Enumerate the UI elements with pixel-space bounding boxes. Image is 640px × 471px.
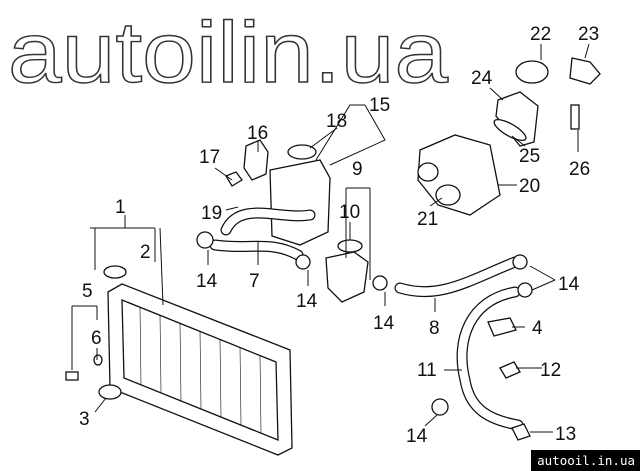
coolant-reservoir — [225, 139, 331, 246]
hoses — [209, 207, 524, 431]
callout-12: 12 — [540, 360, 561, 381]
callout-19: 19 — [201, 203, 222, 224]
callout-22: 22 — [530, 24, 551, 45]
callout-1: 1 — [115, 197, 126, 218]
radiator — [107, 283, 293, 456]
watermark-text: autoilin.ua — [8, 5, 448, 101]
callout-16: 16 — [247, 123, 268, 144]
callout-21: 21 — [417, 209, 438, 230]
thermostat-housing — [417, 57, 601, 216]
callout-14: 14 — [296, 291, 318, 312]
callout-17: 17 — [199, 147, 220, 168]
callout-11: 11 — [417, 360, 437, 381]
callout-24: 24 — [471, 68, 493, 89]
callout-14: 14 — [406, 426, 428, 447]
callout-26: 26 — [569, 159, 590, 180]
callout-13: 13 — [555, 424, 576, 445]
callout-4: 4 — [532, 318, 543, 339]
callout-2: 2 — [140, 242, 151, 263]
callout-9: 9 — [352, 159, 363, 180]
leader-lines — [71, 43, 590, 433]
callout-20: 20 — [519, 176, 540, 197]
callout-25: 25 — [519, 146, 540, 167]
callout-14: 14 — [373, 313, 395, 334]
callout-numbers: 1 2 3 4 5 6 7 8 9 10 11 12 13 14 14 14 1… — [79, 24, 599, 447]
callout-14: 14 — [558, 274, 580, 295]
callout-10: 10 — [339, 202, 360, 223]
clamps — [65, 231, 533, 441]
callout-7: 7 — [249, 271, 260, 292]
callout-3: 3 — [79, 409, 90, 430]
callout-23: 23 — [578, 24, 599, 45]
callout-6: 6 — [91, 328, 102, 349]
callout-8: 8 — [429, 318, 440, 339]
site-label: autooil.in.ua — [531, 450, 640, 471]
callout-15: 15 — [369, 95, 390, 116]
callout-18: 18 — [326, 111, 347, 132]
callout-14: 14 — [196, 271, 218, 292]
callout-5: 5 — [82, 281, 93, 302]
